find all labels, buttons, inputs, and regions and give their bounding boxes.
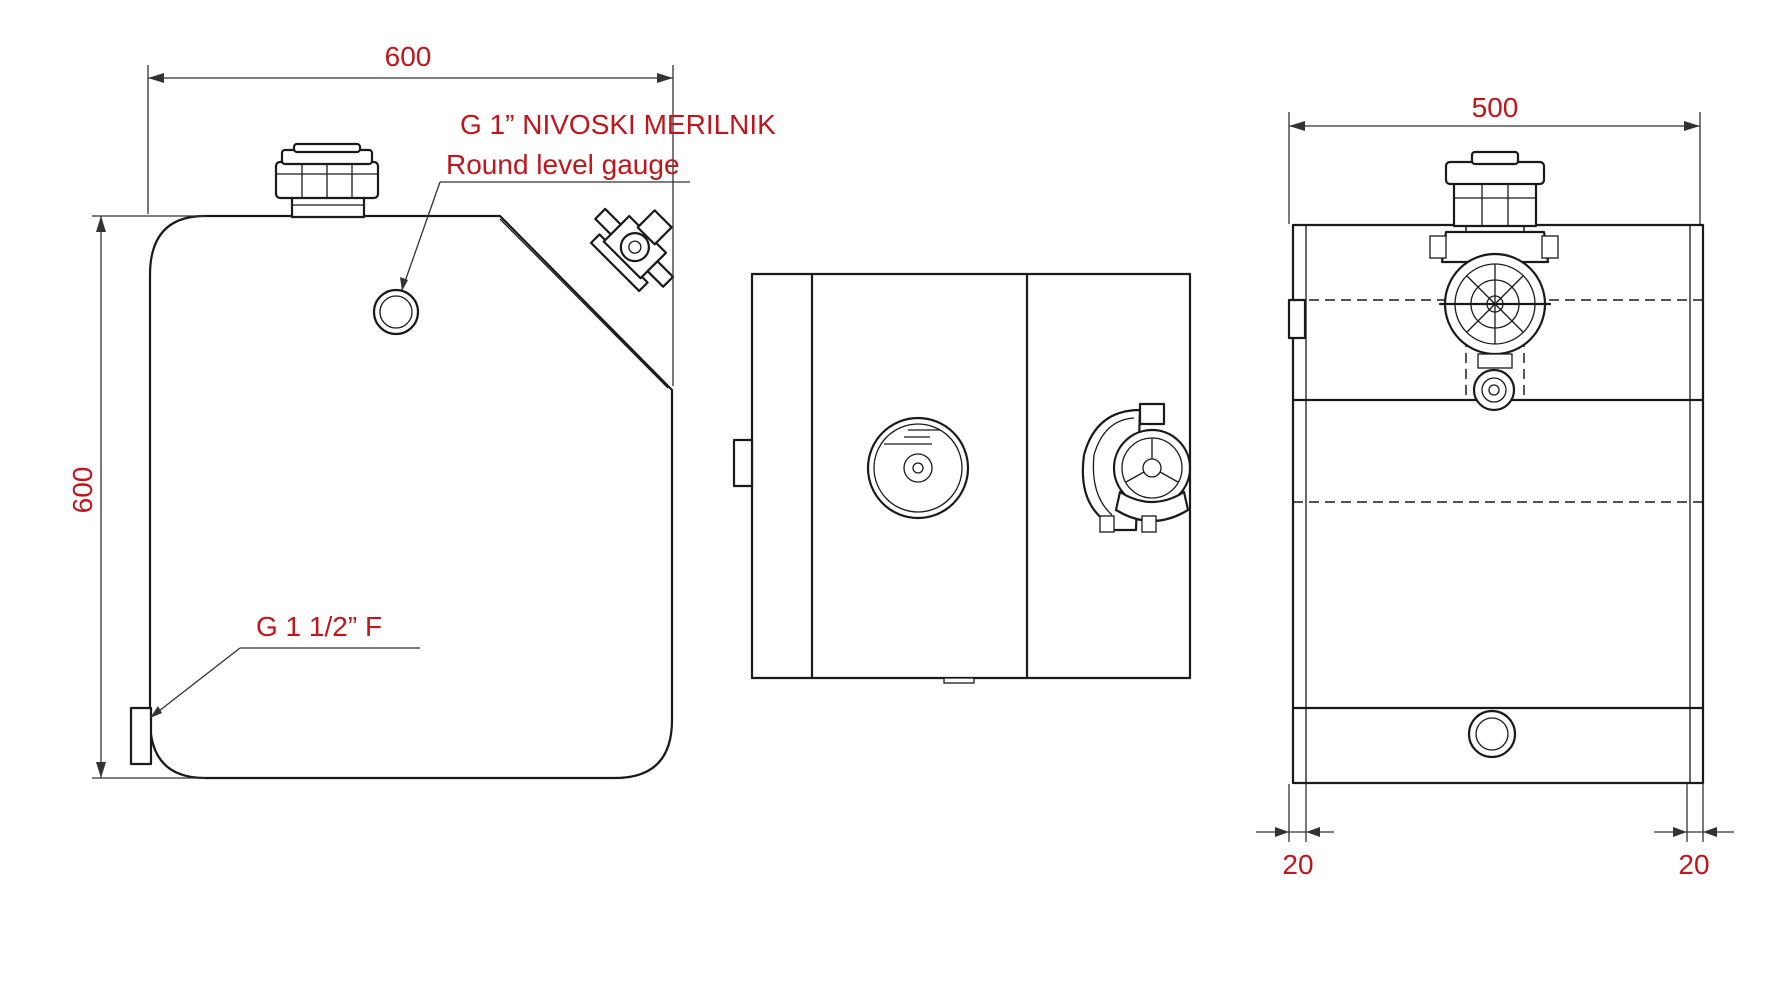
end-filler-cap (1444, 150, 1546, 228)
top-view (732, 272, 1192, 684)
end-view: 500 20 20 (1256, 92, 1734, 880)
top-gauge (866, 416, 970, 520)
end-right-margin-dimension (1654, 784, 1734, 842)
top-bottom-tab (943, 677, 975, 684)
top-side-port (732, 438, 754, 488)
level-gauge (372, 288, 420, 336)
tank-body-outline (148, 214, 674, 780)
side-view: 600 600 G 1” NIVOSKI MERILNIK Round leve… (67, 41, 776, 780)
bottom-port (129, 706, 153, 766)
port-label: G 1 1/2” F (256, 611, 382, 642)
end-side-port (1287, 298, 1307, 340)
end-left-margin-dimension (1256, 784, 1334, 842)
end-width-label: 500 (1472, 92, 1519, 123)
top-valve (1081, 402, 1192, 533)
gauge-label-english: Round level gauge (446, 149, 680, 180)
side-height-dimension (92, 215, 205, 779)
side-width-label: 600 (385, 41, 432, 72)
gauge-label-slovenian: G 1” NIVOSKI MERILNIK (460, 109, 776, 140)
side-height-label: 600 (67, 467, 98, 514)
end-bottom-port (1467, 709, 1517, 759)
port-leader (149, 647, 420, 719)
end-valve (1429, 230, 1559, 369)
end-level-gauge (1472, 368, 1516, 412)
side-width-dimension (147, 65, 674, 386)
chamfer-edge-line (499, 218, 669, 389)
end-right-margin-label: 20 (1678, 849, 1709, 880)
chamfer-valve (589, 207, 675, 293)
end-left-margin-label: 20 (1282, 849, 1313, 880)
gauge-leader (400, 181, 690, 291)
filler-cap (274, 142, 380, 219)
end-width-dimension (1288, 112, 1701, 224)
